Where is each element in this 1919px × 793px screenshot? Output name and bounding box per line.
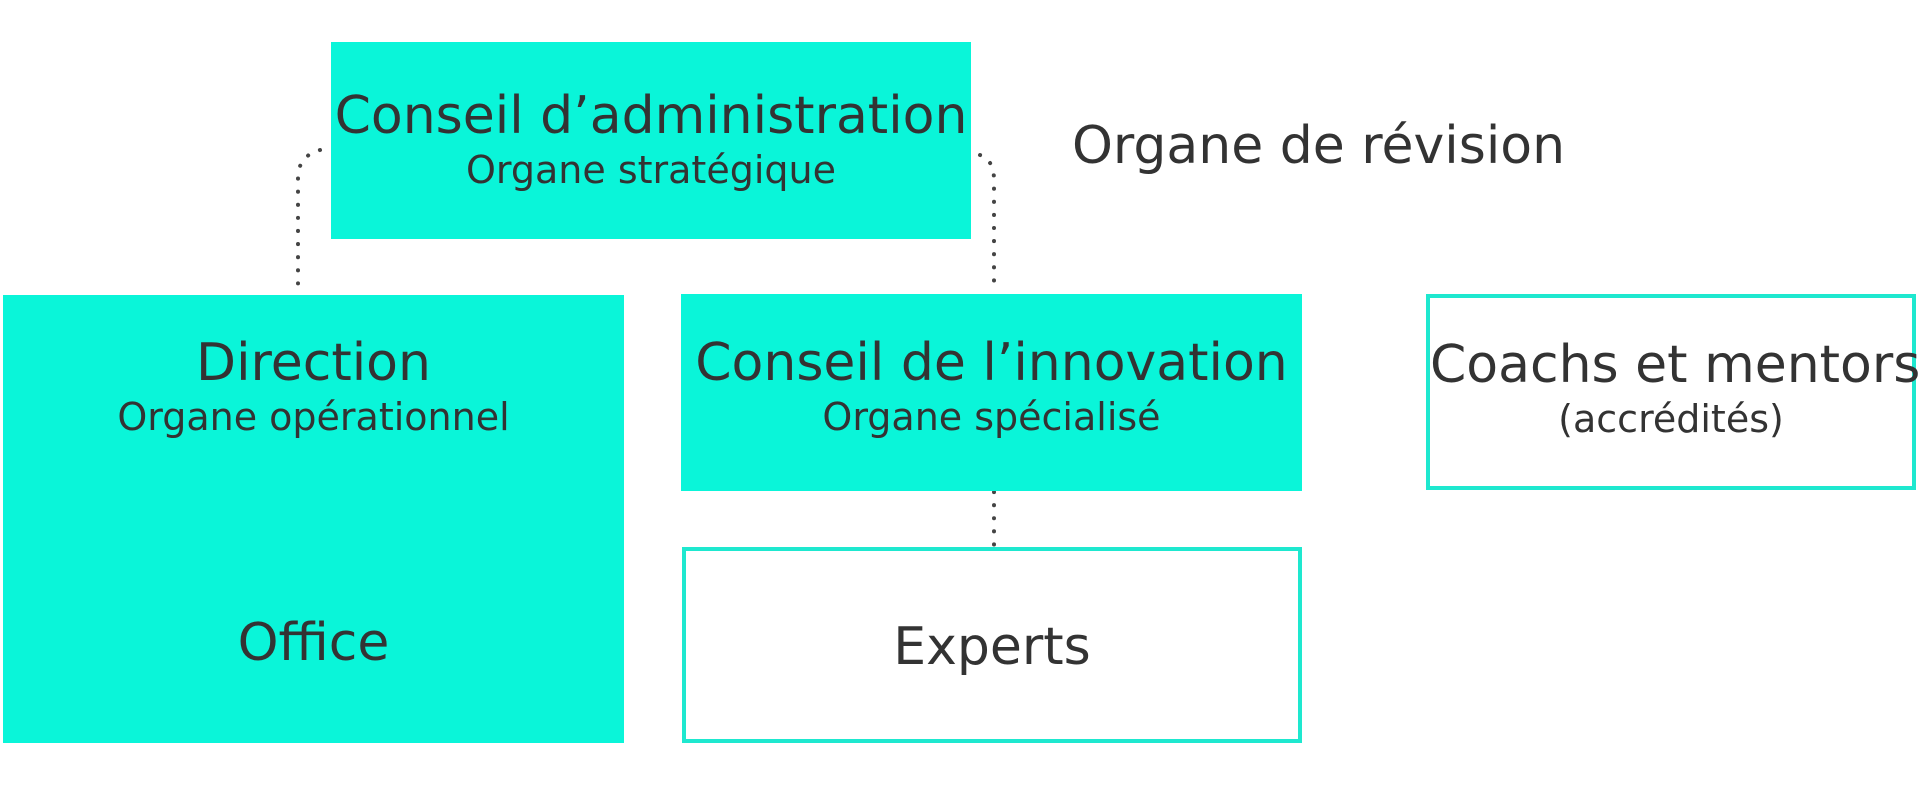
connector-board-innovation [978, 153, 996, 294]
direction-box: Direction Organe opérationnel Office [3, 295, 624, 743]
office-label: Office [237, 613, 390, 673]
direction-subtitle: Organe opérationnel [117, 395, 510, 439]
innovation-box: Conseil de l’innovation Organe spécialis… [681, 294, 1302, 491]
coachs-title: Coachs et mentors [1430, 335, 1919, 395]
connector-board-direction [296, 148, 322, 287]
coachs-box: Coachs et mentors (accrédités) [1426, 294, 1919, 490]
audit-label: Organe de révision [1072, 116, 1566, 176]
experts-title: Experts [893, 617, 1091, 677]
innovation-subtitle: Organe spécialisé [822, 395, 1161, 439]
board-subtitle: Organe stratégique [466, 148, 836, 192]
coachs-subtitle: (accrédités) [1558, 397, 1784, 441]
innovation-title: Conseil de l’innovation [695, 333, 1288, 393]
direction-title: Direction [196, 333, 431, 393]
board-title: Conseil d’administration [334, 86, 968, 146]
experts-box: Experts [682, 547, 1302, 743]
board-box: Conseil d’administration Organe stratégi… [331, 42, 971, 239]
